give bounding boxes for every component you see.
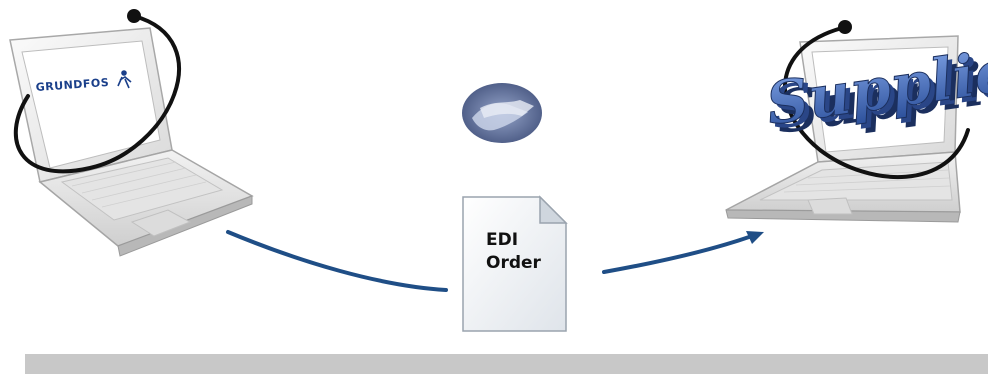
order-label: Order — [486, 253, 542, 273]
handshake-icon — [462, 83, 542, 143]
footer-bar — [25, 354, 988, 374]
document-icon: EDI Order — [462, 195, 568, 332]
grundfos-logo: GRUNDFOS — [35, 76, 109, 94]
arrowhead — [746, 231, 764, 244]
edi-label: EDI — [486, 230, 518, 250]
laptop-icon — [725, 35, 961, 223]
orbit-ring — [13, 14, 181, 174]
grundfos-runner-icon — [117, 70, 132, 89]
orbit-dot — [838, 20, 852, 34]
laptop-icon — [9, 27, 254, 257]
orbit-dot — [127, 9, 141, 23]
sender-laptop: GRUNDFOS — [9, 9, 254, 257]
orbit-ring — [782, 26, 970, 180]
receiver-laptop: Supplier Supplier Supplier — [725, 20, 988, 223]
flow-arrow-left — [226, 230, 448, 292]
flow-arrow-right — [602, 234, 754, 274]
